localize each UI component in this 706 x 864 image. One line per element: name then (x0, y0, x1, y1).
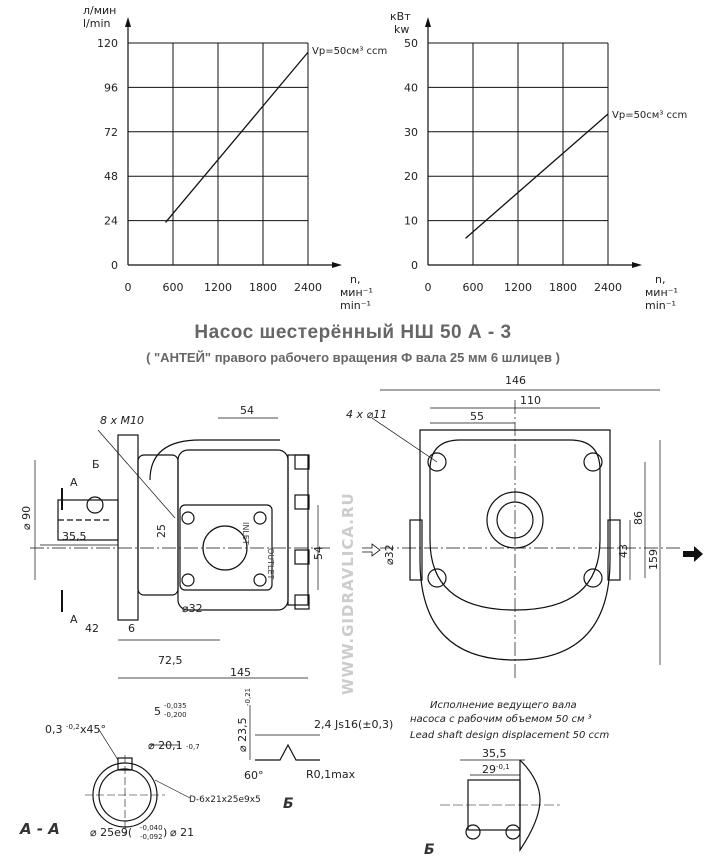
dim-43: 43 (617, 544, 630, 558)
dim-110: 110 (520, 394, 541, 407)
spline-spec: D-6x21x25e9x5 (189, 795, 261, 805)
detail-b-radius: R0,1max (306, 768, 356, 781)
dim-86: 86 (632, 511, 645, 525)
dia-20-1: ⌀ 20,1 (148, 739, 183, 752)
dia-25e9: ⌀ 25e9( (90, 826, 132, 839)
front-view (362, 389, 680, 680)
dim-dia-32: ⌀32 (182, 602, 203, 615)
port-inlet: INLET (241, 522, 250, 545)
dim-25: 25 (155, 524, 168, 538)
dim-54-right: 54 (312, 546, 325, 560)
dia-21: ⌀ 21 (170, 826, 194, 839)
lead-shaft-caption-ru-1: Исполнение ведущего вала (430, 700, 577, 711)
dim-55: 55 (470, 410, 484, 423)
detail-b-angle: 60° (244, 769, 264, 782)
watermark: WWW.GIDRAVLICA.RU (339, 492, 357, 695)
lead-shaft-label-b: Б (424, 842, 435, 858)
lead-shaft-caption-ru-2: насоса с рабочим объемом 50 см ³ (410, 713, 592, 725)
dim-dia-90: ⌀ 90 (20, 506, 33, 530)
lead-shaft (440, 759, 560, 852)
detail-b (249, 705, 320, 761)
key-tol-bottom: -0,200 (164, 711, 187, 719)
lead-shaft-dim-29: 29 (482, 763, 496, 776)
dim-35-5: 35,5 (62, 530, 87, 543)
page-title: Насос шестерённый НШ 50 А - 3 (194, 322, 512, 343)
dim-145: 145 (230, 666, 251, 679)
lead-shaft-dim-35-5: 35,5 (482, 747, 507, 760)
dia-25e9-tol-bottom: -0,092 (140, 833, 163, 841)
detail-b-label: Б (283, 796, 294, 812)
lead-shaft-dim-29-tol: -0,1 (496, 763, 510, 771)
chamfer-tol: -0,2 (66, 723, 80, 731)
chamfer-angle: x45° (80, 723, 106, 736)
lead-shaft-caption-en: Lead shaft design displacement 50 ccm (410, 730, 609, 741)
detail-b-width: 2,4 Js16(±0,3) (314, 718, 393, 731)
side-view (30, 417, 330, 679)
section-mark-a-bottom: А (70, 613, 78, 626)
detail-b-dia-tol: -0,21 (244, 688, 252, 706)
hole-callout: 4 x ⌀11 (346, 408, 387, 421)
dim-54-top: 54 (240, 404, 254, 417)
key-width: 5 (154, 705, 161, 718)
detail-b-dia: ⌀ 23,5 (236, 717, 249, 752)
dim-42: 42 (85, 622, 99, 635)
dim-72-5: 72,5 (158, 654, 183, 667)
dia-25e9-close: ) (163, 826, 167, 839)
page-subtitle: ( "АНТЕЙ" правого рабочего вращения Ф ва… (146, 350, 560, 365)
dim-159: 159 (647, 549, 660, 570)
section-mark-b: Б (92, 458, 100, 471)
port-outlet: OUTLET (266, 548, 275, 580)
right-arrow-icon (683, 546, 703, 562)
dim-6: 6 (128, 622, 135, 635)
key-tol-top: -0,035 (164, 702, 187, 710)
section-aa-label: А - А (19, 820, 60, 838)
dim-146: 146 (505, 374, 526, 387)
section-mark-a-top: А (70, 476, 78, 489)
section-aa (85, 727, 191, 835)
chamfer-value: 0,3 (45, 723, 63, 736)
bolt-callout: 8 x M10 (100, 414, 144, 427)
dim-dia-32-front: ⌀32 (383, 544, 396, 565)
dia-20-1-tol: -0,7 (186, 743, 200, 751)
dia-25e9-tol-top: -0,040 (140, 824, 163, 832)
